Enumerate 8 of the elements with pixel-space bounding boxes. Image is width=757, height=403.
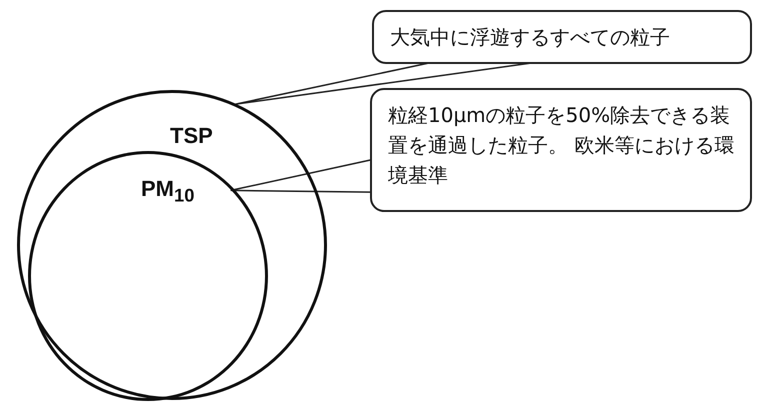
callout-text: 大気中に浮遊するすべての粒子 <box>389 24 671 51</box>
set-circle <box>28 151 268 401</box>
set-label: PM$_{10}$ <box>141 176 194 206</box>
set-label: TSP <box>170 123 213 149</box>
callout-bubble <box>372 10 752 64</box>
set-circle <box>17 90 327 400</box>
callout-bubble <box>370 88 752 212</box>
callout-text: 粒経10μmの粒子を50%除去できる装置を通過した粒子。 欧米等における環境基準 <box>387 102 736 189</box>
